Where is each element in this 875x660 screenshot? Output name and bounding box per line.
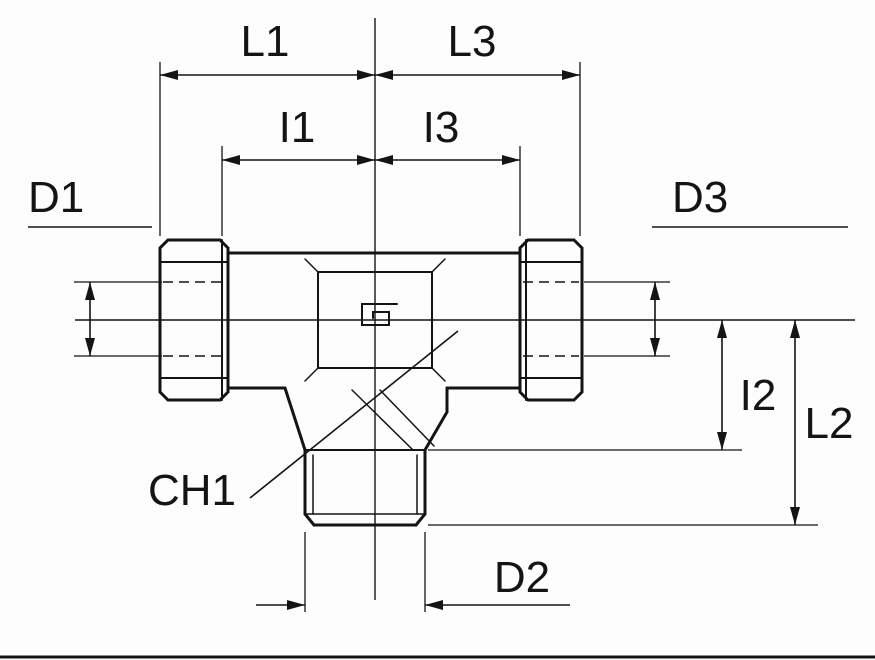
dimension-i1 xyxy=(221,146,375,236)
dim-label-d3: D3 xyxy=(672,173,728,222)
hex-corner-chamfer xyxy=(431,367,446,382)
dimension-d3 xyxy=(584,226,848,357)
dimension-labels: L1 L3 I1 I3 D1 D3 I2 L2 CH1 D2 xyxy=(28,17,853,602)
hex-corner-chamfer xyxy=(304,367,319,382)
thread-chamfer-left xyxy=(303,512,316,527)
branch-hatch-line xyxy=(379,389,435,447)
fitting-details xyxy=(159,239,583,451)
body-marking xyxy=(361,303,398,326)
dim-label-l1: L1 xyxy=(241,17,290,66)
thread-chamfer-right xyxy=(414,512,427,527)
dimension-l3 xyxy=(375,62,581,236)
dimension-i2 xyxy=(428,320,742,451)
dimension-l2 xyxy=(428,320,818,526)
dim-label-ch1: CH1 xyxy=(148,466,236,515)
fine-details xyxy=(163,258,579,515)
dimension-l1 xyxy=(159,62,375,236)
leader-line xyxy=(249,330,459,499)
branch-right-slope xyxy=(423,410,449,452)
dim-label-l3: L3 xyxy=(448,17,497,66)
dim-label-d2: D2 xyxy=(494,553,550,602)
dimension-d2 xyxy=(256,532,570,612)
dim-label-d1: D1 xyxy=(28,173,84,222)
hex-corner-chamfer xyxy=(304,258,319,273)
dim-label-i1: I1 xyxy=(279,103,316,152)
dim-label-l2: L2 xyxy=(805,399,854,448)
dimension-i3 xyxy=(375,146,521,236)
branch-hatch-line xyxy=(351,389,414,451)
dim-label-i3: I3 xyxy=(423,103,460,152)
dimension-d1 xyxy=(28,226,162,357)
dim-label-i2: I2 xyxy=(740,371,777,420)
branch-left-slope xyxy=(283,386,307,452)
right-nut xyxy=(518,238,584,402)
hex-corner-chamfer xyxy=(431,258,446,273)
dimension-ch1 xyxy=(249,330,459,499)
